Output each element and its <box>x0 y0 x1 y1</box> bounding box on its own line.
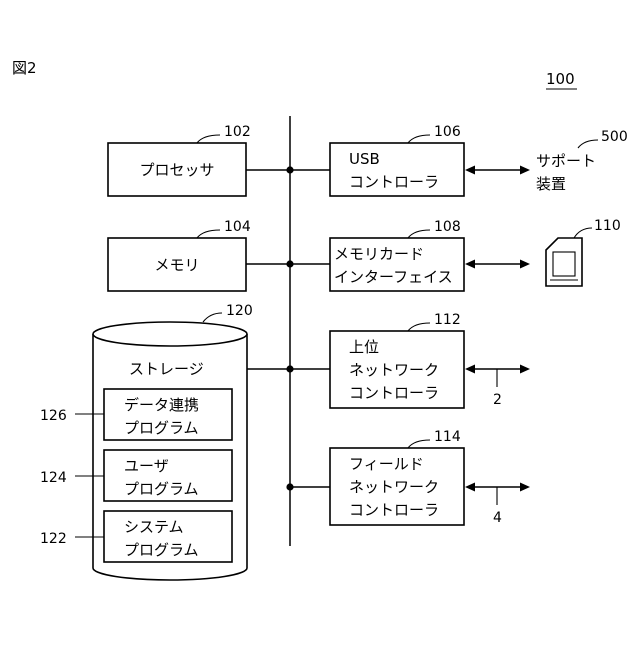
upper-network-ref: 2 <box>493 392 502 408</box>
bus-junction <box>286 260 293 267</box>
memory-card-leader <box>574 228 592 238</box>
arrowhead-right-icon <box>520 365 530 374</box>
upper-network-controller-label-line1: 上位 <box>349 338 379 356</box>
arrowhead-right-icon <box>520 260 530 269</box>
upper-network-controller-leader <box>408 323 430 331</box>
usb-controller-label-line2: コントローラ <box>349 173 439 191</box>
arrowhead-left-icon <box>465 483 475 492</box>
program-ref: 124 <box>40 470 67 486</box>
arrowhead-left-icon <box>465 166 475 175</box>
field-network-controller-leader <box>408 440 430 448</box>
field-network-controller-label-line3: コントローラ <box>349 501 439 519</box>
bus-junction <box>286 166 293 173</box>
program-label-line1: ユーザ <box>124 457 169 475</box>
processor-ref: 102 <box>224 124 251 140</box>
upper-network-controller-label-line3: コントローラ <box>349 384 439 402</box>
program-ref: 122 <box>40 531 67 547</box>
arrowhead-right-icon <box>520 483 530 492</box>
system-ref: 100 <box>546 70 575 88</box>
field-network-controller-ref: 114 <box>434 429 461 445</box>
program-label-line1: データ連携 <box>124 396 199 414</box>
program-label-line2: プログラム <box>124 419 199 437</box>
memory-leader <box>197 230 220 238</box>
memory-card-interface-ref: 108 <box>434 219 461 235</box>
usb-controller-leader <box>408 135 430 143</box>
program-label-line1: システム <box>124 518 184 536</box>
memory-card-icon <box>546 238 582 286</box>
memory-card-interface-label-line1: メモリカード <box>334 245 424 263</box>
field-network-controller-label-line2: ネットワーク <box>349 478 439 496</box>
memory-card-interface-label-line2: インターフェイス <box>334 268 453 286</box>
processor-leader <box>197 135 220 143</box>
storage-leader <box>203 313 222 322</box>
memory-card-ref: 110 <box>594 218 621 234</box>
support-device-label-line1: サポート <box>536 152 596 170</box>
memory-label: メモリ <box>154 256 199 274</box>
usb-controller-ref: 106 <box>434 124 461 140</box>
figure-label: 図2 <box>12 59 37 77</box>
processor-label: プロセッサ <box>139 161 214 179</box>
arrowhead-left-icon <box>465 365 475 374</box>
field-network-ref: 4 <box>493 510 502 526</box>
arrowhead-right-icon <box>520 166 530 175</box>
field-network-controller-label-line1: フィールド <box>349 455 424 473</box>
storage-ref: 120 <box>226 303 253 319</box>
bus-junction <box>286 483 293 490</box>
program-label-line2: プログラム <box>124 541 199 559</box>
support-device-ref: 500 <box>601 129 628 145</box>
storage-label: ストレージ <box>129 360 204 378</box>
memory-card-interface-leader <box>408 230 430 238</box>
memory-ref: 104 <box>224 219 251 235</box>
support-device-label-line2: 装置 <box>536 175 566 193</box>
program-label-line2: プログラム <box>124 480 199 498</box>
support-device-leader <box>578 140 598 148</box>
usb-controller-label-line1: USB <box>349 150 380 168</box>
arrowhead-left-icon <box>465 260 475 269</box>
program-ref: 126 <box>40 408 67 424</box>
upper-network-controller-label-line2: ネットワーク <box>349 361 439 379</box>
upper-network-controller-ref: 112 <box>434 312 461 328</box>
